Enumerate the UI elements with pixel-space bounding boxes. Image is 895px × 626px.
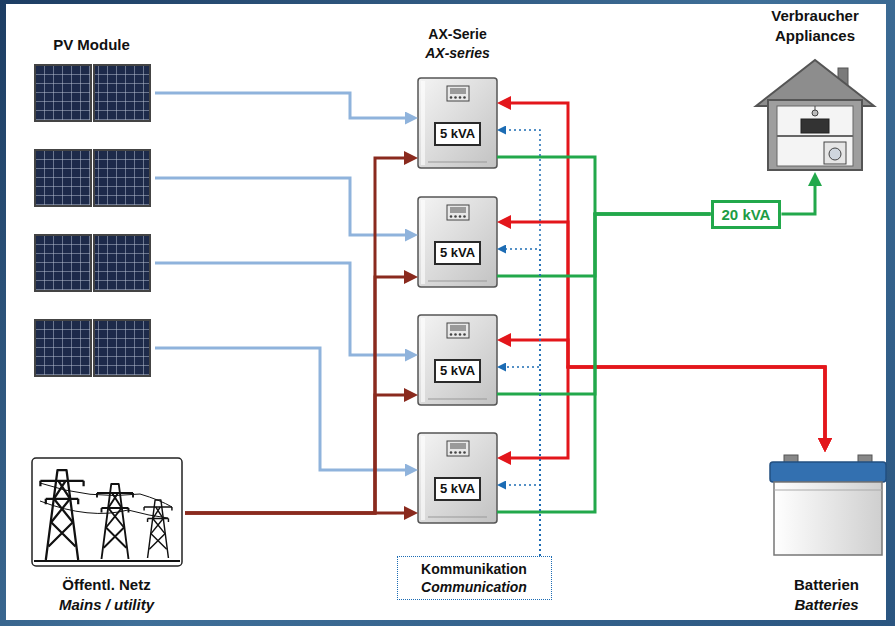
power-pylons xyxy=(32,458,182,566)
panel-ground xyxy=(6,4,886,620)
inverter-unit: 5 kVA xyxy=(418,197,497,287)
node-text: Appliances xyxy=(775,26,855,46)
connector xyxy=(185,158,412,513)
mains: Öffentl. NetzMains / utility xyxy=(28,455,185,615)
connector xyxy=(503,367,825,458)
batteries: BatterienBatteries xyxy=(765,452,888,615)
node-text: AX-series xyxy=(425,44,490,63)
node-text: AX-Serie xyxy=(428,25,486,44)
node-text: PV Module xyxy=(53,35,130,55)
node-text: Communication xyxy=(421,578,527,596)
inverter-housings xyxy=(418,78,497,523)
battery xyxy=(770,455,886,555)
connector xyxy=(497,214,711,512)
connector xyxy=(497,214,711,276)
connector xyxy=(503,222,825,446)
appliances: VerbraucherAppliances xyxy=(748,6,882,172)
node-text: 5 kVA xyxy=(434,477,481,501)
node-text: Kommunikation xyxy=(421,560,527,578)
node-text: Mains / utility xyxy=(59,595,154,615)
node-text: 20 kVA xyxy=(722,205,771,224)
connector xyxy=(497,214,711,394)
node-text: 5 kVA xyxy=(434,359,481,383)
node-text: 5 kVA xyxy=(434,122,481,146)
connector xyxy=(501,249,540,556)
house xyxy=(756,60,874,170)
connector xyxy=(185,277,412,513)
inverter-group: AX-SerieAX-series 5 kVA 5 kVA 5 kVA 5 kVA xyxy=(405,25,510,530)
connector xyxy=(781,178,815,214)
pv-array: PV Module xyxy=(28,35,155,385)
connector xyxy=(185,395,412,513)
inverter-unit: 5 kVA xyxy=(418,433,497,523)
connector xyxy=(497,157,711,214)
connector xyxy=(501,130,540,556)
connector xyxy=(501,367,540,556)
connector xyxy=(185,512,412,515)
connector xyxy=(501,485,540,556)
node-text: Batteries xyxy=(794,595,858,615)
pv-panels xyxy=(35,65,150,376)
communication-box: KommunikationCommunication xyxy=(397,556,552,600)
node-text: Verbraucher xyxy=(771,6,859,26)
node-text: 5 kVA xyxy=(434,241,481,265)
connector xyxy=(155,93,413,118)
power-box: 20 kVA xyxy=(711,200,782,229)
inverter-unit: 5 kVA xyxy=(418,315,497,405)
node-text: Öffentl. Netz xyxy=(62,575,150,595)
node-text: Batterien xyxy=(794,575,859,595)
inverter-unit: 5 kVA xyxy=(418,78,497,168)
